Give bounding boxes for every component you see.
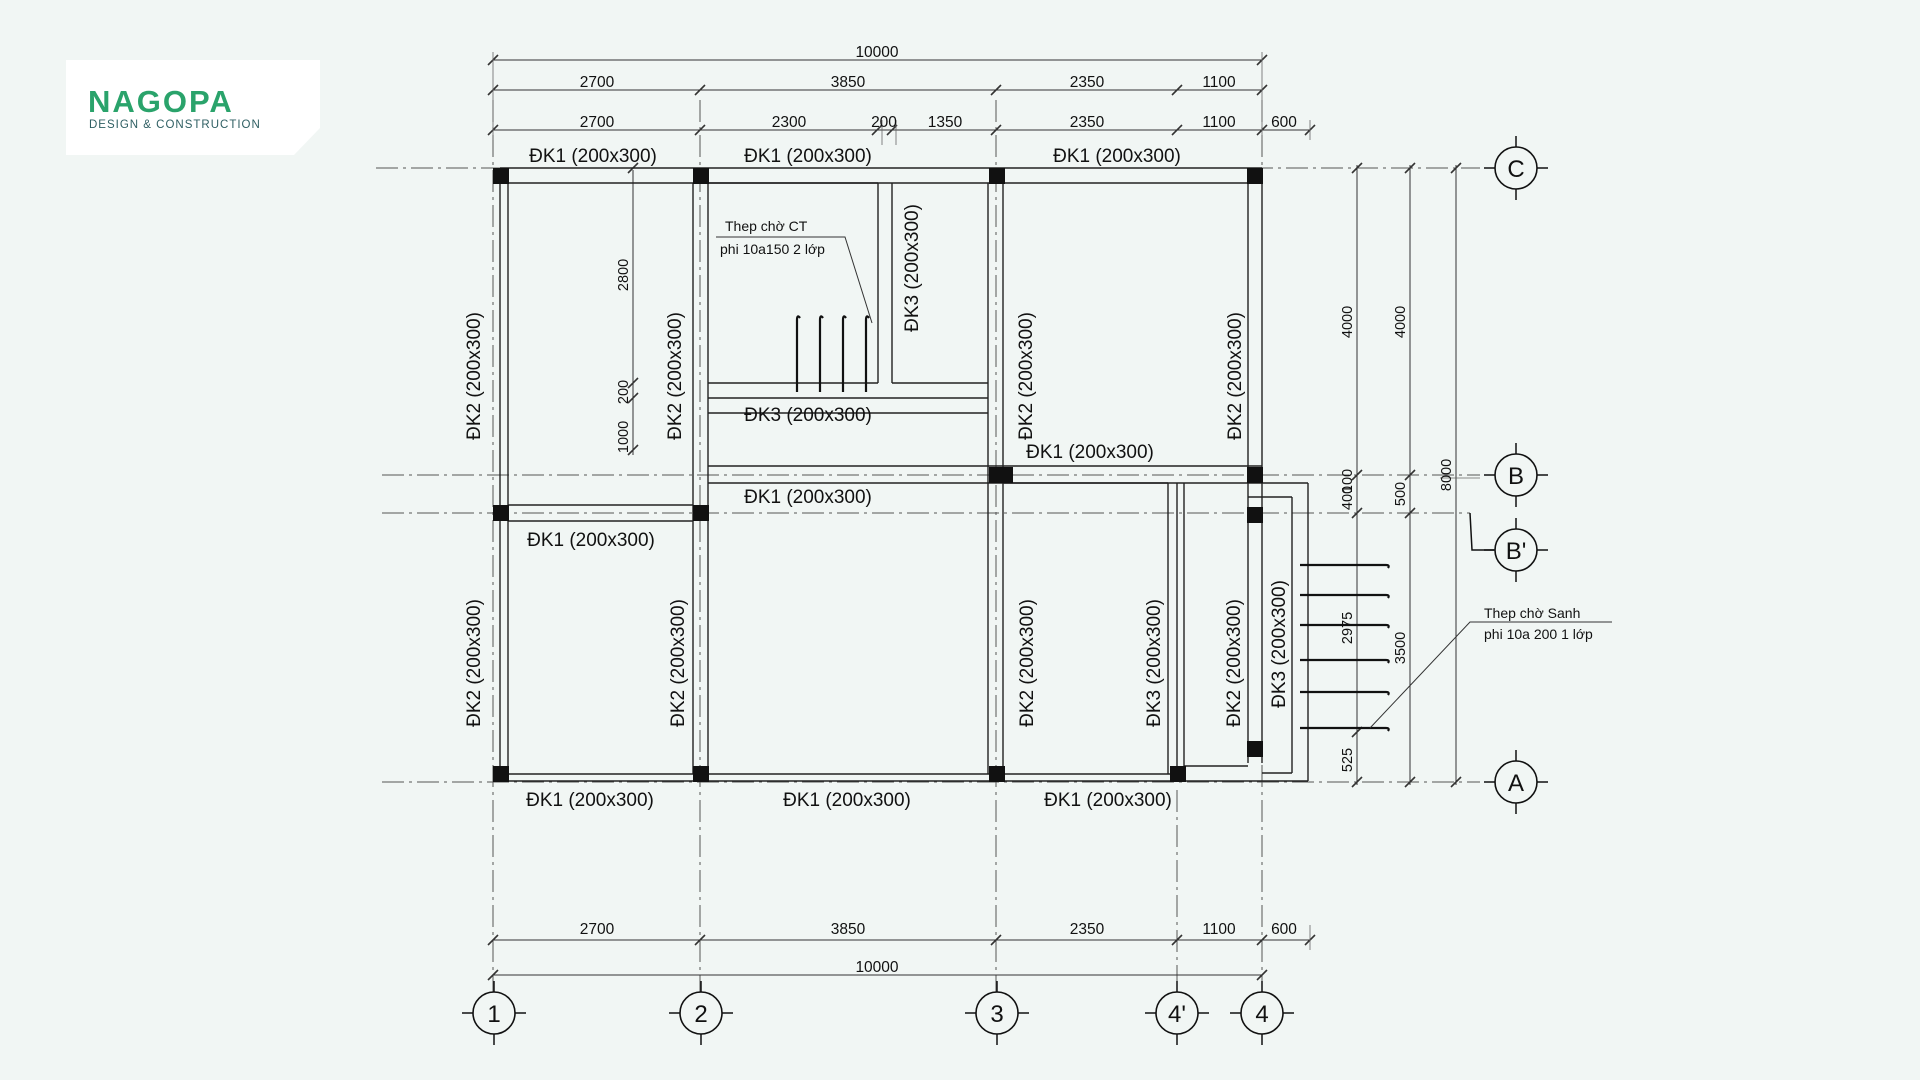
logo-background [66,60,320,155]
dim-top-row2-7: 600 [1271,114,1297,131]
dim-bottom-total: 10000 [855,959,898,976]
dim-bottom-4: 1100 [1202,921,1236,938]
dim-top-row2-4: 1350 [928,114,963,131]
beam-label-dk2-axis1-bottom: ĐK2 (200x300) [464,599,485,727]
axis-label-2: 2 [694,1001,707,1028]
beam-label-dk3-mid: ĐK3 (200x300) [744,405,872,426]
dim-top-row2-2: 2300 [772,114,807,131]
note-steel-sanh-line1: Thep chờ Sanh [1484,605,1580,621]
axis-label-4-prime: 4' [1168,1001,1186,1028]
axis-bubble-a [1494,760,1538,804]
beam-label-dk1-mid-center: ĐK1 (200x300) [744,487,872,508]
vertical-beam-labels: ĐK2 (200x300) ĐK2 (200x300) ĐK2 (200x300… [464,204,1290,727]
vertical-dimension-texts: 4000 100 400 2975 525 4000 500 3500 8000… [616,259,1455,772]
beam-label-dk1-bot-1: ĐK1 (200x300) [526,790,654,811]
beam-label-dk1-mid-right: ĐK1 (200x300) [1026,442,1154,463]
dim-right-middle-2: 500 [1393,482,1409,506]
dim-top-row1-4: 1100 [1202,74,1236,91]
dim-top-row2-1: 2700 [580,114,615,131]
axis-bubble-b [1494,453,1538,497]
dim-top-row2-6: 1100 [1202,114,1236,131]
dim-top-total: 10000 [855,44,898,61]
dim-top-row1-3: 2350 [1070,74,1105,91]
axis-label-1: 1 [487,1001,500,1028]
dim-right-inner-3: 400 [1340,486,1356,510]
dim-bottom-3: 2350 [1070,921,1105,938]
logo-brand: NAGOPA [88,84,234,119]
axis-bubble-c [1494,146,1538,190]
dim-right-inner-4: 2975 [1340,612,1356,644]
beam-label-dk2-axis4-top: ĐK2 (200x300) [1225,312,1246,440]
dimension-texts: 10000 2700 3850 2350 1100 2700 2300 200 … [580,44,1298,976]
dim-top-row2-3: 200 [871,114,897,131]
dim-left-room-1: 2800 [616,259,632,291]
beam-label-dk2-axis2-top: ĐK2 (200x300) [665,312,686,440]
axis-bubble-4 [1240,991,1284,1035]
beam-label-dk2-axis3-top: ĐK2 (200x300) [1016,312,1037,440]
beam-label-dk2-axis3-bottom: ĐK2 (200x300) [1017,599,1038,727]
dim-bottom-5: 600 [1271,921,1297,938]
dim-right-inner-1: 4000 [1340,306,1356,338]
beam-label-dk2-axis1-top: ĐK2 (200x300) [464,312,485,440]
logo-tagline: DESIGN & CONSTRUCTION [89,119,261,131]
axis-bubble-3 [975,991,1019,1035]
horizontal-beam-labels: ĐK1 (200x300) ĐK1 (200x300) ĐK1 (200x300… [526,146,1181,811]
company-logo: NAGOPA DESIGN & CONSTRUCTION [66,60,320,155]
beam-label-dk3-hall: ĐK3 (200x300) [1269,580,1290,708]
column-markers [493,168,1263,782]
axis-bubble-2 [679,991,723,1035]
dim-right-inner-2: 100 [1340,469,1356,493]
axis-label-a: A [1508,770,1524,797]
rebar-ct [795,315,870,392]
dim-top-row1-2: 3850 [831,74,866,91]
leader-lines [716,236,1612,729]
axis-labels: 1 2 3 4' 4 C B B' A [487,156,1526,1028]
beam-label-dk1-top-3: ĐK1 (200x300) [1053,146,1181,167]
note-steel-ct-line1: Thep chờ CT [725,218,808,234]
beam-label-dk3-vertical-top: ĐK3 (200x300) [902,204,923,332]
beam-label-dk1-mid-left: ĐK1 (200x300) [527,530,655,551]
axis-bubble-1 [472,991,516,1035]
note-steel-sanh-line2: phi 10a 200 1 lớp [1484,626,1593,642]
axis-bubble-4-prime [1155,991,1199,1035]
dim-bottom-2: 3850 [831,921,866,938]
beam-label-dk1-bot-3: ĐK1 (200x300) [1044,790,1172,811]
axis-label-c: C [1507,156,1524,183]
dim-right-inner-5: 525 [1340,748,1356,772]
dim-right-middle-1: 4000 [1393,306,1409,338]
extension-lines [492,52,1480,950]
axis-label-b: B [1508,463,1524,490]
beam-label-dk1-top-1: ĐK1 (200x300) [529,146,657,167]
axis-bubble-circles [472,146,1538,1035]
dim-bottom-1: 2700 [580,921,615,938]
dimension-ticks [487,54,1462,981]
beam-label-dk2-axis4-bottom: ĐK2 (200x300) [1224,599,1245,727]
dimension-lines [493,59,1457,976]
dim-right-middle-3: 3500 [1393,632,1409,664]
beam-label-dk3-vertical-bottom: ĐK3 (200x300) [1144,599,1165,727]
axis-label-b-prime: B' [1506,538,1527,565]
beam-label-dk1-bot-2: ĐK1 (200x300) [783,790,911,811]
axis-label-4: 4 [1255,1001,1268,1028]
dim-top-row2-5: 2350 [1070,114,1105,131]
beam-label-dk2-axis2-bottom: ĐK2 (200x300) [668,599,689,727]
logo-corner-cut [294,128,320,155]
dim-left-room-3: 1000 [616,421,632,453]
dim-left-room-2: 200 [616,380,632,404]
beam-outlines [499,167,1309,782]
rebar-sanh [1300,563,1390,732]
dim-top-row1-1: 2700 [580,74,615,91]
axis-label-3: 3 [990,1001,1003,1028]
beam-label-dk1-top-2: ĐK1 (200x300) [744,146,872,167]
dim-right-outer: 8000 [1439,459,1455,491]
note-steel-ct-line2: phi 10a150 2 lớp [720,241,825,257]
axis-bubble-b-prime [1494,528,1538,572]
